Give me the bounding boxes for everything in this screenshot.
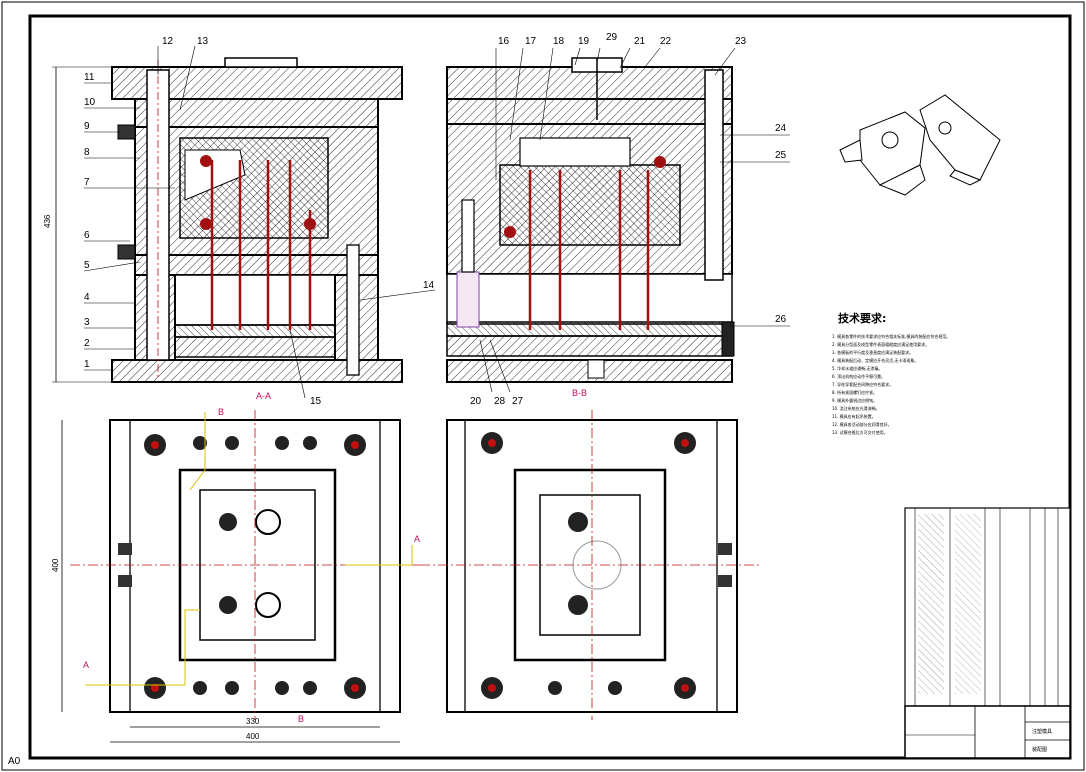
inner-frame [28, 14, 1072, 760]
technical-requirements: 技术要求: 1. 模具各零件的技术要求应符合相关标准,模具的装配应符合规范。 2… [832, 311, 950, 435]
callout-16: 16 [498, 36, 510, 47]
left-callouts: 1 2 3 4 5 6 7 8 9 10 11 12 13 14 15 [83, 36, 436, 407]
tech-title: 技术要求: [838, 311, 886, 325]
title-block: 注塑模具 装配图 [904, 705, 1071, 759]
left-height-dim: 436 [43, 214, 52, 228]
callout-1: 1 [84, 359, 90, 370]
callout-17: 17 [525, 36, 537, 47]
tech-line-12: 12. 模具各活动部分应润滑良好。 [832, 421, 892, 427]
callout-28: 28 [494, 396, 506, 407]
plan-height-dim: 400 [51, 558, 60, 572]
callout-20: 20 [470, 396, 482, 407]
callout-29: 29 [606, 32, 618, 43]
tech-line-9: 9. 模具外露锐边应倒钝。 [832, 397, 877, 403]
cut-a-left: A [83, 660, 89, 670]
callout-18: 18 [553, 36, 565, 47]
tech-line-13: 13. 试模合格后方可交付使用。 [832, 429, 888, 435]
tech-line-6: 6. 顶出机构应动作平稳可靠。 [832, 373, 885, 379]
callout-25: 25 [775, 150, 787, 161]
tech-line-1: 1. 模具各零件的技术要求应符合相关标准,模具的装配应符合规范。 [832, 333, 950, 339]
callout-14: 14 [423, 280, 435, 291]
callout-24: 24 [775, 123, 787, 134]
callout-19: 19 [578, 36, 590, 47]
callout-13: 13 [197, 36, 209, 47]
callout-12: 12 [162, 36, 174, 47]
right-callouts: 16 17 18 19 21 22 23 24 25 26 27 28 29 2… [470, 32, 790, 407]
tech-line-3: 3. 各模板的平行度及垂直度应满足装配要求。 [832, 349, 913, 355]
plan-view-moving-half: A A B B 400 330 400 [51, 407, 420, 743]
parts-list-table [904, 507, 1071, 707]
cut-b-bottom: B [298, 714, 304, 724]
title-block-drawing-no: 装配图 [1032, 746, 1047, 753]
callout-23: 23 [735, 36, 747, 47]
tech-line-10: 10. 浇注系统应光滑流畅。 [832, 405, 880, 411]
callout-6: 6 [84, 230, 90, 241]
section-label-aa: A-A [256, 391, 271, 401]
part-isometric-sketch [839, 94, 1001, 196]
tech-line-11: 11. 模具应有起吊装置。 [832, 413, 876, 419]
callout-11: 11 [84, 72, 95, 83]
sheet-size-label: A0 [8, 756, 21, 767]
cut-b-top: B [218, 407, 224, 417]
tech-line-7: 7. 导柱导套配合间隙应符合要求。 [832, 381, 893, 387]
plan-view-fixed-half [420, 410, 760, 720]
callout-5: 5 [84, 260, 90, 271]
left-section-view: 436 A-A [43, 57, 403, 401]
tech-line-5: 5. 冷却水道应通畅,无渗漏。 [832, 365, 882, 371]
callout-21: 21 [634, 36, 646, 47]
callout-22: 22 [660, 36, 672, 47]
plan-inner-width-dim: 330 [246, 717, 260, 726]
callout-7: 7 [84, 177, 90, 188]
callout-3: 3 [84, 317, 90, 328]
tech-line-4: 4. 模具装配后动、定模应开合灵活,无卡滞现象。 [832, 357, 918, 363]
plan-outer-width-dim: 400 [246, 732, 260, 741]
callout-10: 10 [84, 97, 96, 108]
tech-line-8: 8. 所有紧固螺钉应拧紧。 [832, 389, 877, 395]
callout-2: 2 [84, 338, 90, 349]
callout-26: 26 [775, 314, 787, 325]
callout-27: 27 [512, 396, 524, 407]
cut-a-right: A [414, 534, 420, 544]
section-label-bb: B-B [572, 388, 587, 398]
title-block-name: 注塑模具 [1032, 728, 1052, 735]
callout-15: 15 [310, 396, 322, 407]
callout-9: 9 [84, 121, 90, 132]
callout-8: 8 [84, 147, 90, 158]
right-section-view: B-B [446, 57, 735, 398]
tech-line-2: 2. 模具分型面及成型零件表面粗糙度应满足使用要求。 [832, 341, 929, 347]
callout-4: 4 [84, 292, 90, 303]
